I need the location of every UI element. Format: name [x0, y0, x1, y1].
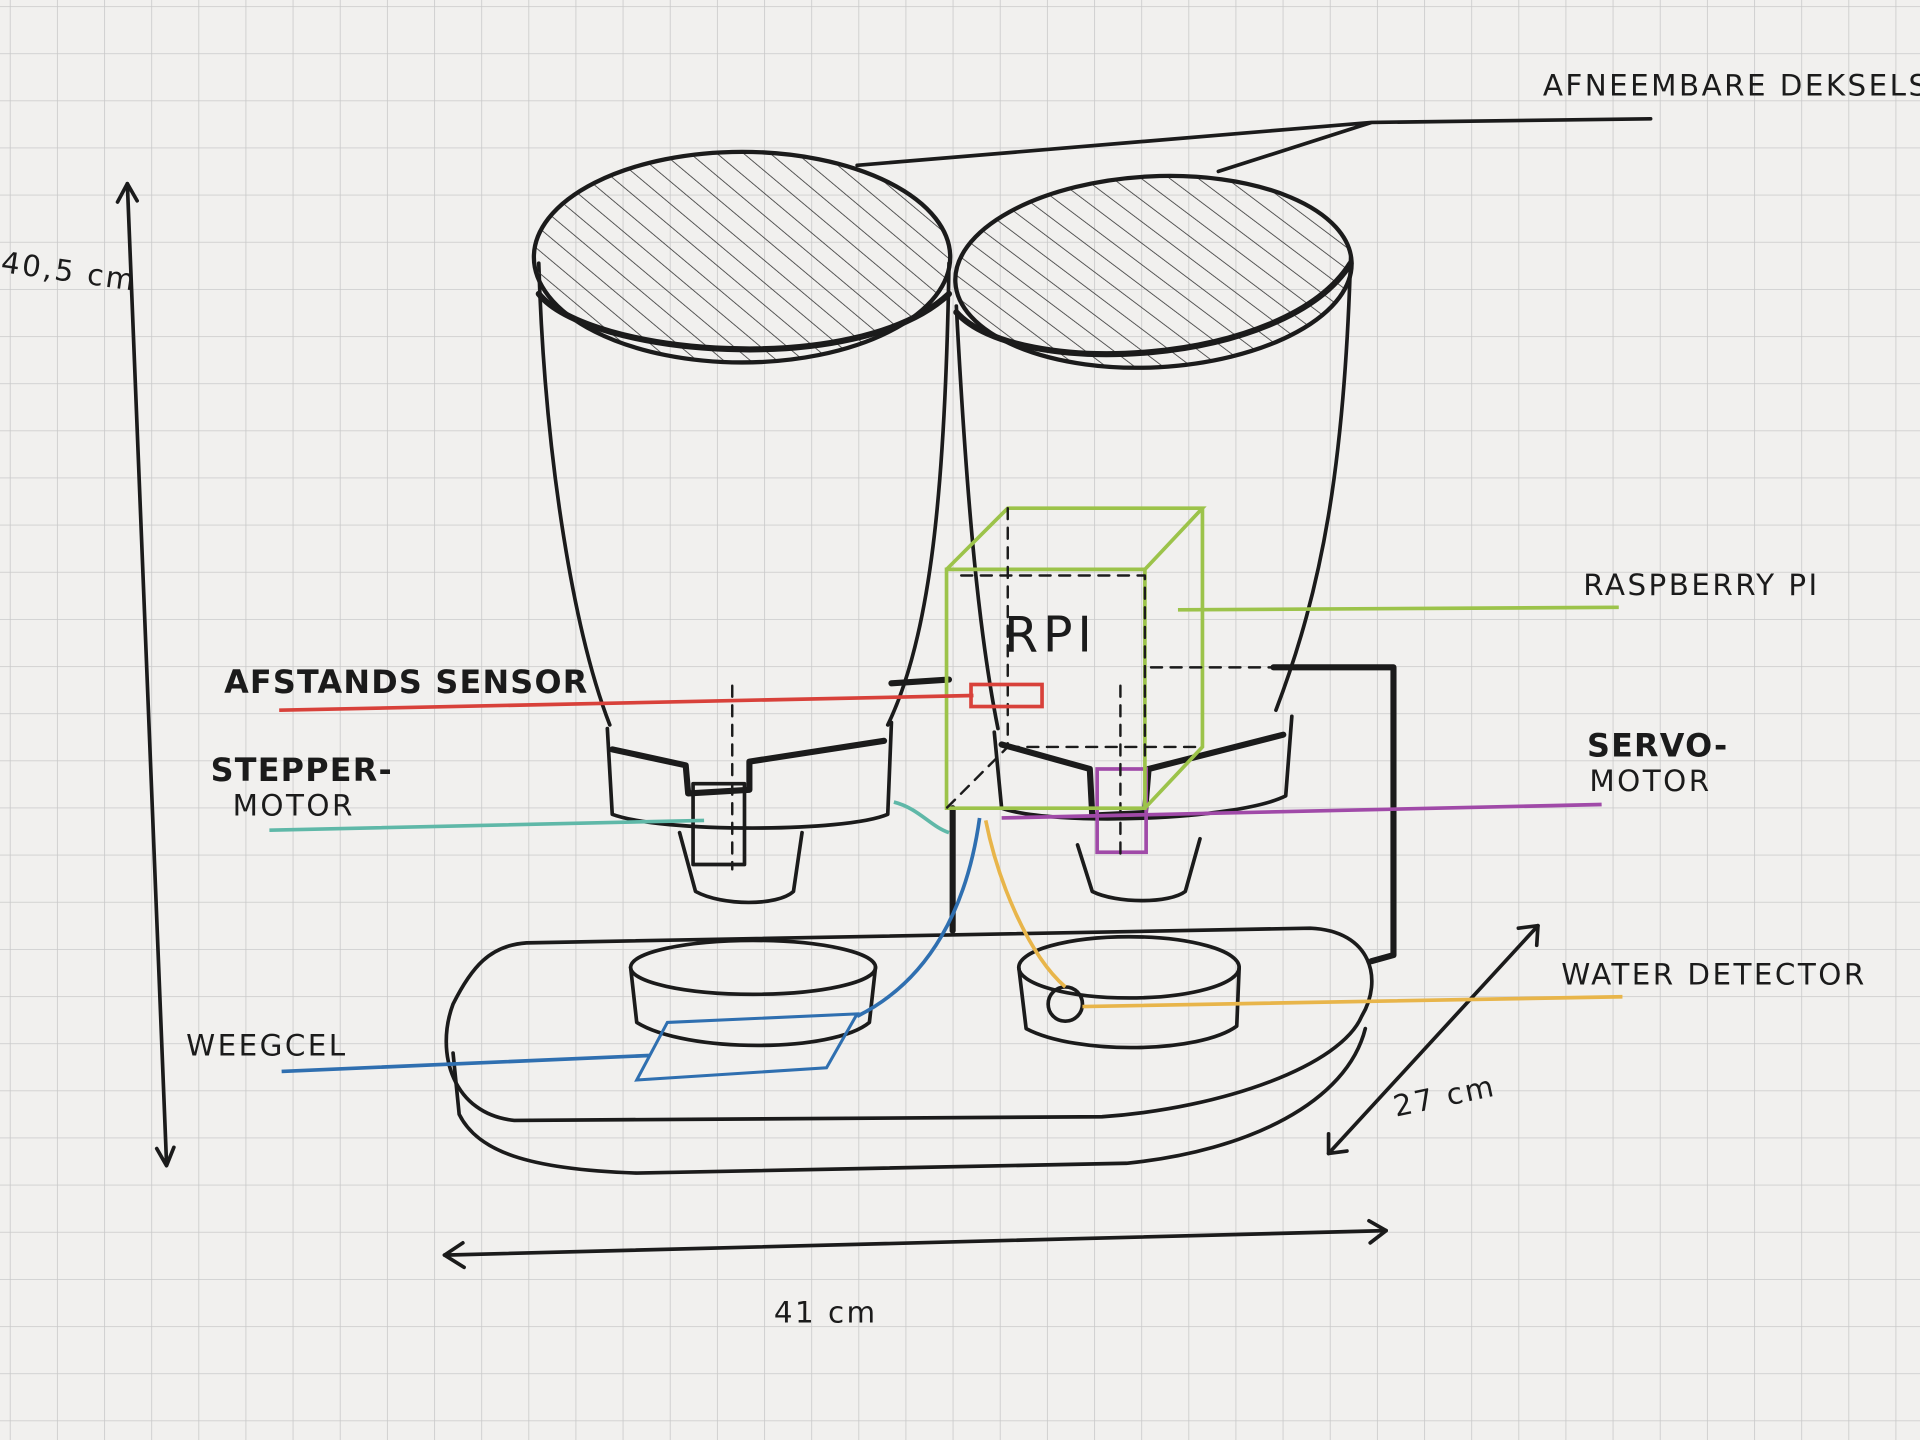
base-plate [444, 926, 1374, 1175]
water-detector-leader-line [983, 820, 1623, 1009]
water-detector-label: WATER DETECTOR [1561, 957, 1866, 991]
load-cell-label: WEEGCEL [186, 1029, 348, 1063]
load-cell [634, 1012, 860, 1082]
lids-leader-line [855, 116, 1653, 174]
distance-sensor-leader-line [279, 693, 974, 713]
raspberry-pi-box: RPI [944, 506, 1275, 810]
lids-label: AFNEEMBARE DEKSELS [1543, 69, 1920, 103]
rpi-label: RPI [1004, 606, 1097, 663]
servo-motor-label-2: MOTOR [1589, 764, 1711, 798]
width-dimension-label: 41 cm [774, 1295, 878, 1329]
back-frame [888, 664, 1397, 965]
distance-sensor-label: AFSTANDS SENSOR [224, 663, 588, 701]
stepper-motor-label-1: STEPPER- [211, 751, 393, 789]
depth-dimension-arrow [1326, 923, 1540, 1156]
height-dimension-arrow [115, 181, 176, 1168]
left-lid [531, 149, 953, 365]
load-cell-leader-line [281, 817, 982, 1074]
raspberry-pi-leader-line [1177, 605, 1619, 612]
raspberry-pi-label: RASPBERRY PI [1583, 568, 1819, 602]
right-hopper [953, 173, 1354, 903]
stepper-motor-leader-line [269, 800, 950, 835]
servo-motor-leader-line [1001, 802, 1602, 820]
servo-motor-label-1: SERVO- [1587, 727, 1728, 765]
stepper-motor-label-2: MOTOR [233, 789, 355, 823]
width-dimension-arrow [442, 1218, 1388, 1270]
left-hopper [531, 149, 953, 905]
